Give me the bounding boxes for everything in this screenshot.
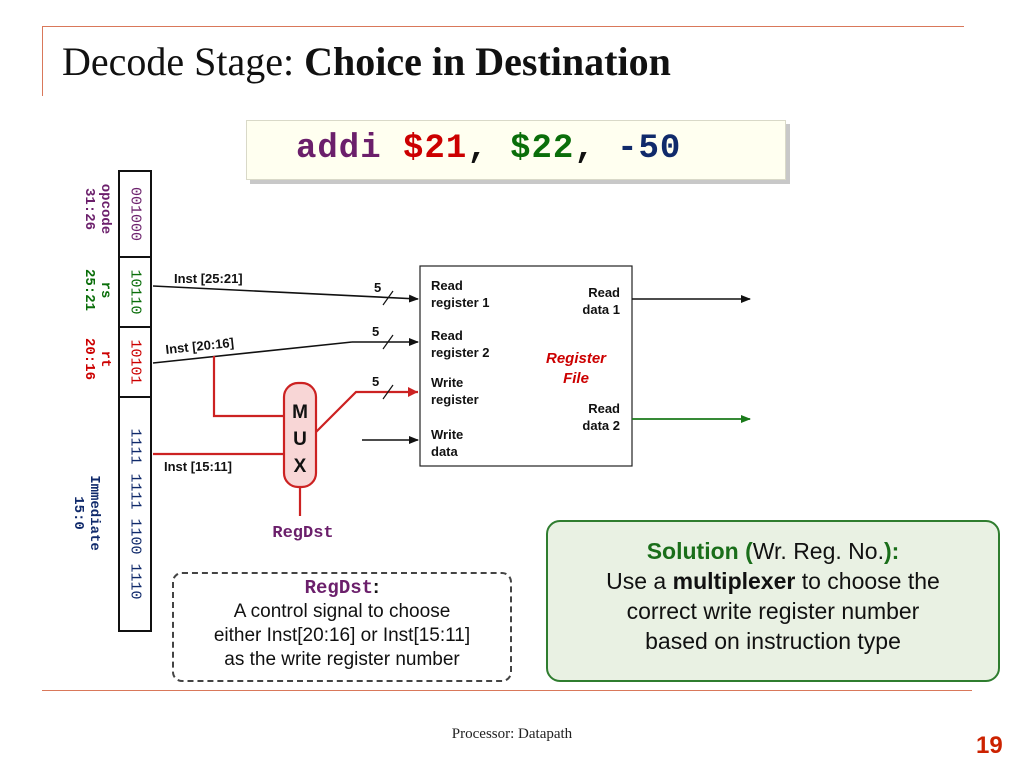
instr-opcode: addi	[296, 130, 382, 168]
mux-letter-u: U	[293, 429, 307, 450]
regdst-label: RegDst	[272, 524, 333, 543]
rf-read-reg-2-a: Read	[431, 328, 463, 343]
note-line-2: either Inst[20:16] or Inst[15:11]	[213, 625, 471, 646]
label-inst-15-11: Inst [15:11]	[164, 459, 232, 474]
wire-mux-to-write-register	[315, 390, 418, 433]
solution-line1-a: Use a	[606, 568, 673, 594]
slide-title: Decode Stage: Choice in Destination	[62, 38, 671, 85]
instruction-box	[246, 120, 786, 180]
solution-line1-c: to choose the	[795, 568, 940, 594]
title-normal: Decode Stage:	[62, 39, 305, 84]
instr-rt: $22	[510, 130, 575, 168]
rf-write-data-a: Write	[431, 427, 463, 442]
rf-name-b: File	[563, 370, 589, 387]
rf-name-a: Register	[546, 350, 607, 367]
rf-read-data-2-a: Read	[588, 401, 620, 416]
instr-sep-2: ,	[574, 130, 596, 168]
label-inst-20-16: Inst [20:16]	[165, 335, 235, 357]
solution-line-2: correct write register number	[626, 598, 920, 624]
solution-title-c: ):	[883, 538, 900, 564]
wire-inst-20-16	[152, 341, 353, 364]
rf-write-reg-a: Write	[431, 375, 463, 390]
note-line-1: A control signal to choose	[233, 601, 451, 622]
width-label-3: 5	[372, 374, 379, 389]
bus-width-tick-1	[382, 290, 394, 306]
field-rt-bits: 10101	[118, 326, 152, 398]
solution-line-3: based on instruction type	[645, 628, 901, 654]
wire-inst-25-21	[152, 285, 419, 303]
wire-rt-to-mux	[212, 356, 284, 418]
note-term: RegDst	[304, 577, 374, 599]
rf-read-reg-1-b: register 1	[431, 295, 490, 310]
solution-title-b: Wr. Reg. No.	[752, 538, 884, 564]
instr-imm: -50	[617, 130, 682, 168]
width-label-1: 5	[374, 280, 381, 295]
mux-letter-x: X	[294, 456, 307, 477]
arrow-write-register	[408, 387, 418, 397]
rf-read-data-2-b: data 2	[582, 418, 620, 433]
bottom-accent-line	[42, 690, 972, 691]
note-line-3: as the write register number	[224, 649, 460, 670]
bus-width-tick-2	[382, 334, 394, 350]
instr-rs: $21	[403, 130, 468, 168]
register-file-block	[419, 265, 633, 467]
bus-width-tick-3	[382, 384, 394, 400]
width-label-2: 5	[372, 324, 379, 339]
regdst-note: RegDst: A control signal to choose eithe…	[172, 572, 512, 682]
instruction-text: addi $21, $22, -50	[296, 130, 681, 168]
instr-sep-1: ,	[467, 130, 489, 168]
rf-write-reg-b: register	[431, 392, 479, 407]
rf-read-data-1-a: Read	[588, 285, 620, 300]
slide-footer: Processor: Datapath	[451, 726, 573, 742]
solution-line1-b: multiplexer	[672, 568, 796, 594]
rf-read-data-1-b: data 1	[582, 302, 620, 317]
left-accent-line	[42, 26, 43, 96]
top-accent-line	[42, 26, 964, 27]
page-number: 19	[976, 732, 1003, 759]
note-colon: :	[373, 577, 380, 598]
rf-read-reg-1-a: Read	[431, 278, 463, 293]
rf-read-reg-2-b: register 2	[431, 345, 490, 360]
solution-title-a: Solution (	[646, 538, 753, 564]
title-bold: Choice in Destination	[304, 39, 671, 84]
rf-write-data-b: data	[431, 444, 459, 459]
label-inst-25-21: Inst [25:21]	[174, 271, 243, 286]
solution-box: Solution (Wr. Reg. No.): Use a multiplex…	[546, 520, 1000, 682]
field-immediate-bits: 1111 1111 1100 1110	[118, 396, 152, 632]
mux-letter-m: M	[292, 402, 308, 423]
